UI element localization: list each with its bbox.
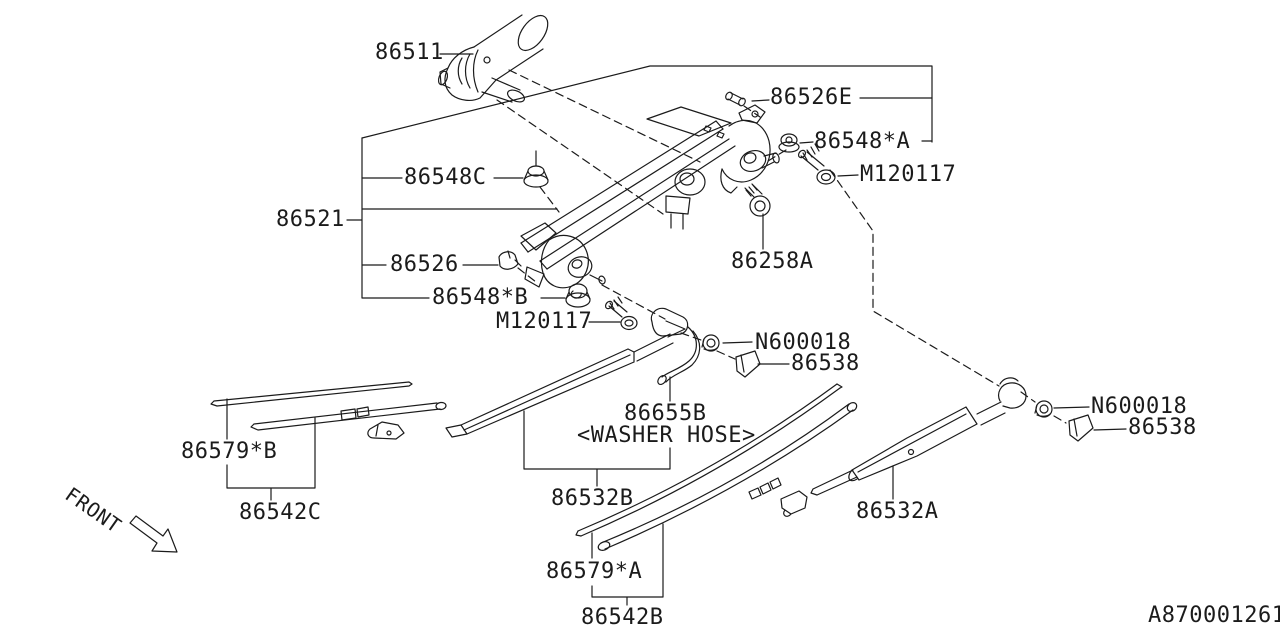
part-label-86542b: 86542B [581,605,664,630]
part-label-86532b: 86532B [551,486,634,511]
nut-n600018-right-drawing [1034,400,1053,418]
part-label-m120117-left: M120117 [496,309,593,334]
part-label-86579-star-a: 86579*A [546,559,643,584]
right-arm-drawing [810,377,1027,496]
grommet-86548b-drawing [565,283,591,308]
leader-lines [226,53,1127,606]
part-label-86655b: 86655B [624,401,707,426]
grommet-86548c-drawing [523,165,549,188]
part-label-n600018-right: N600018 [1091,394,1188,419]
part-label-86538-right: 86538 [1128,415,1197,440]
front-arrow-icon [129,515,178,553]
clip-86538-left-drawing [735,350,761,378]
grommet-86548a-drawing [778,133,800,153]
part-label-86526e: 86526E [770,85,853,110]
part-label-86548-star-a: 86548*A [814,129,911,154]
pin-86526e-drawing [725,91,746,107]
clip-86538-right-drawing [1068,414,1094,442]
part-label-86258a: 86258A [731,249,814,274]
bottom-blade-assembly-drawing [575,383,858,551]
part-label-86579-star-b: 86579*B [181,439,278,464]
left-pivot-drawing [520,222,606,289]
left-arm-drawing [367,307,689,440]
clip-86526-drawing [498,250,522,270]
washer-hose-drawing [657,326,701,386]
part-label-86542c: 86542C [239,500,322,525]
left-blade-assembly-drawing [210,381,447,431]
part-label-doc-number: A870001261 [1148,603,1280,628]
screw-m120117-right-drawing [797,143,836,185]
crank-pivot-drawing [665,168,706,230]
part-label-86548-star-b: 86548*B [432,285,529,310]
part-label-m120117-right: M120117 [860,162,957,187]
bolt-86258a-drawing [744,183,771,217]
part-label-washer-hose-note: <WASHER HOSE> [577,423,756,448]
part-label-86511: 86511 [375,40,444,65]
part-label-86548c: 86548C [404,165,487,190]
wiper-motor-drawing [437,14,549,103]
right-pivot-drawing [720,119,780,194]
screw-m120117-left-drawing [604,296,638,331]
nut-n600018-left-drawing [701,334,720,352]
part-label-86521: 86521 [276,207,345,232]
part-label-86538-left: 86538 [791,351,860,376]
part-label-86532a: 86532A [856,499,939,524]
part-label-n600018-left: N600018 [755,330,852,355]
part-label-86526: 86526 [390,252,459,277]
linkage-frame-drawing [520,104,766,270]
